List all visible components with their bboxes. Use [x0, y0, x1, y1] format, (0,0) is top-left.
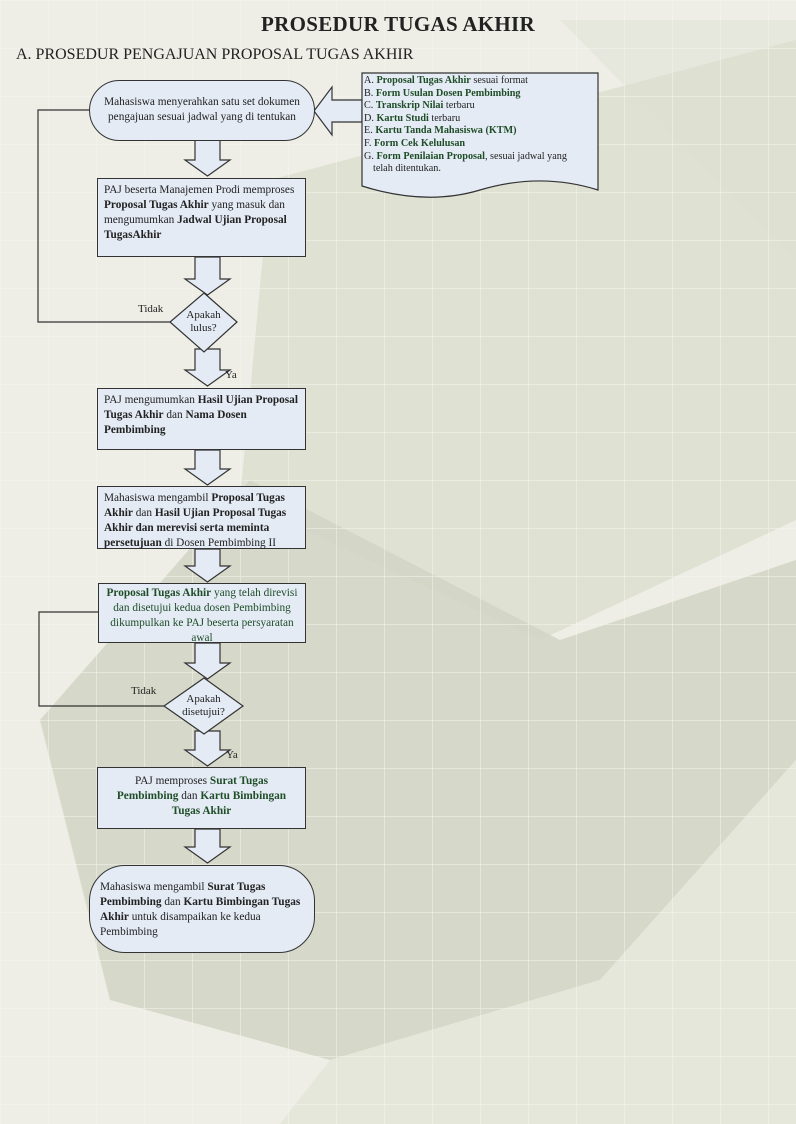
step-collect-letter: Mahasiswa mengambil Surat Tugas Pembimbi… [89, 865, 315, 953]
step-process-letter: PAJ memproses Surat Tugas Pembimbing dan… [97, 767, 306, 829]
document-item: G. Form Penilaian Proposal, sesuai jadwa… [364, 150, 567, 162]
document-item: A. Proposal Tugas Akhir sesuai format [364, 75, 528, 86]
label-tidak-2: Tidak [131, 685, 157, 697]
document-shape [361, 72, 599, 198]
arrow-down-7 [183, 730, 232, 767]
document-item: E. Kartu Tanda Mahasiswa (KTM) [364, 125, 517, 137]
page-title: PROSEDUR TUGAS AKHIR [261, 12, 535, 36]
arrow-down-3 [183, 348, 232, 387]
arrow-down-5 [183, 548, 232, 583]
step-submit-revised: Proposal Tugas Akhir yang telah direvisi… [98, 583, 306, 644]
step-submit-documents-text: Mahasiswa menyerahkan satu set dokumen p… [104, 96, 300, 123]
loop-line-tidak-1 [37, 109, 170, 323]
decision-lulus-shape [169, 292, 238, 353]
document-item-tail: telah ditentukan. [373, 163, 441, 175]
document-item: D. Kartu Studi terbaru [364, 112, 461, 124]
arrow-left-doc [313, 85, 363, 137]
step-announce-result: PAJ mengumumkan Hasil Ujian Proposal Tug… [97, 388, 306, 450]
step-revise-proposal: Mahasiswa mengambil Proposal Tugas Akhir… [97, 486, 306, 549]
label-ya-1: Ya [225, 369, 237, 381]
arrow-down-2 [183, 256, 232, 296]
step-process-proposal: PAJ beserta Manajemen Prodi memproses Pr… [97, 178, 306, 257]
label-tidak-1: Tidak [138, 303, 164, 315]
decision-disetujui-shape [162, 677, 245, 735]
label-ya-2: Ya [226, 749, 238, 761]
document-item: F. Form Cek Kelulusan [364, 137, 466, 149]
arrow-down-6 [183, 642, 232, 680]
loop-line-tidak-2 [38, 611, 164, 707]
document-list: A. Proposal Tugas Akhir sesuai format B.… [364, 75, 594, 176]
arrow-down-1 [183, 139, 232, 177]
document-item: C. Transkrip Nilai terbaru [364, 100, 475, 112]
section-subtitle: A. PROSEDUR PENGAJUAN PROPOSAL TUGAS AKH… [16, 46, 414, 63]
arrow-down-8 [183, 828, 232, 864]
document-item: B. Form Usulan Dosen Pembimbing [364, 87, 521, 99]
arrow-down-4 [183, 449, 232, 486]
step-submit-documents: Mahasiswa menyerahkan satu set dokumen p… [89, 80, 315, 141]
